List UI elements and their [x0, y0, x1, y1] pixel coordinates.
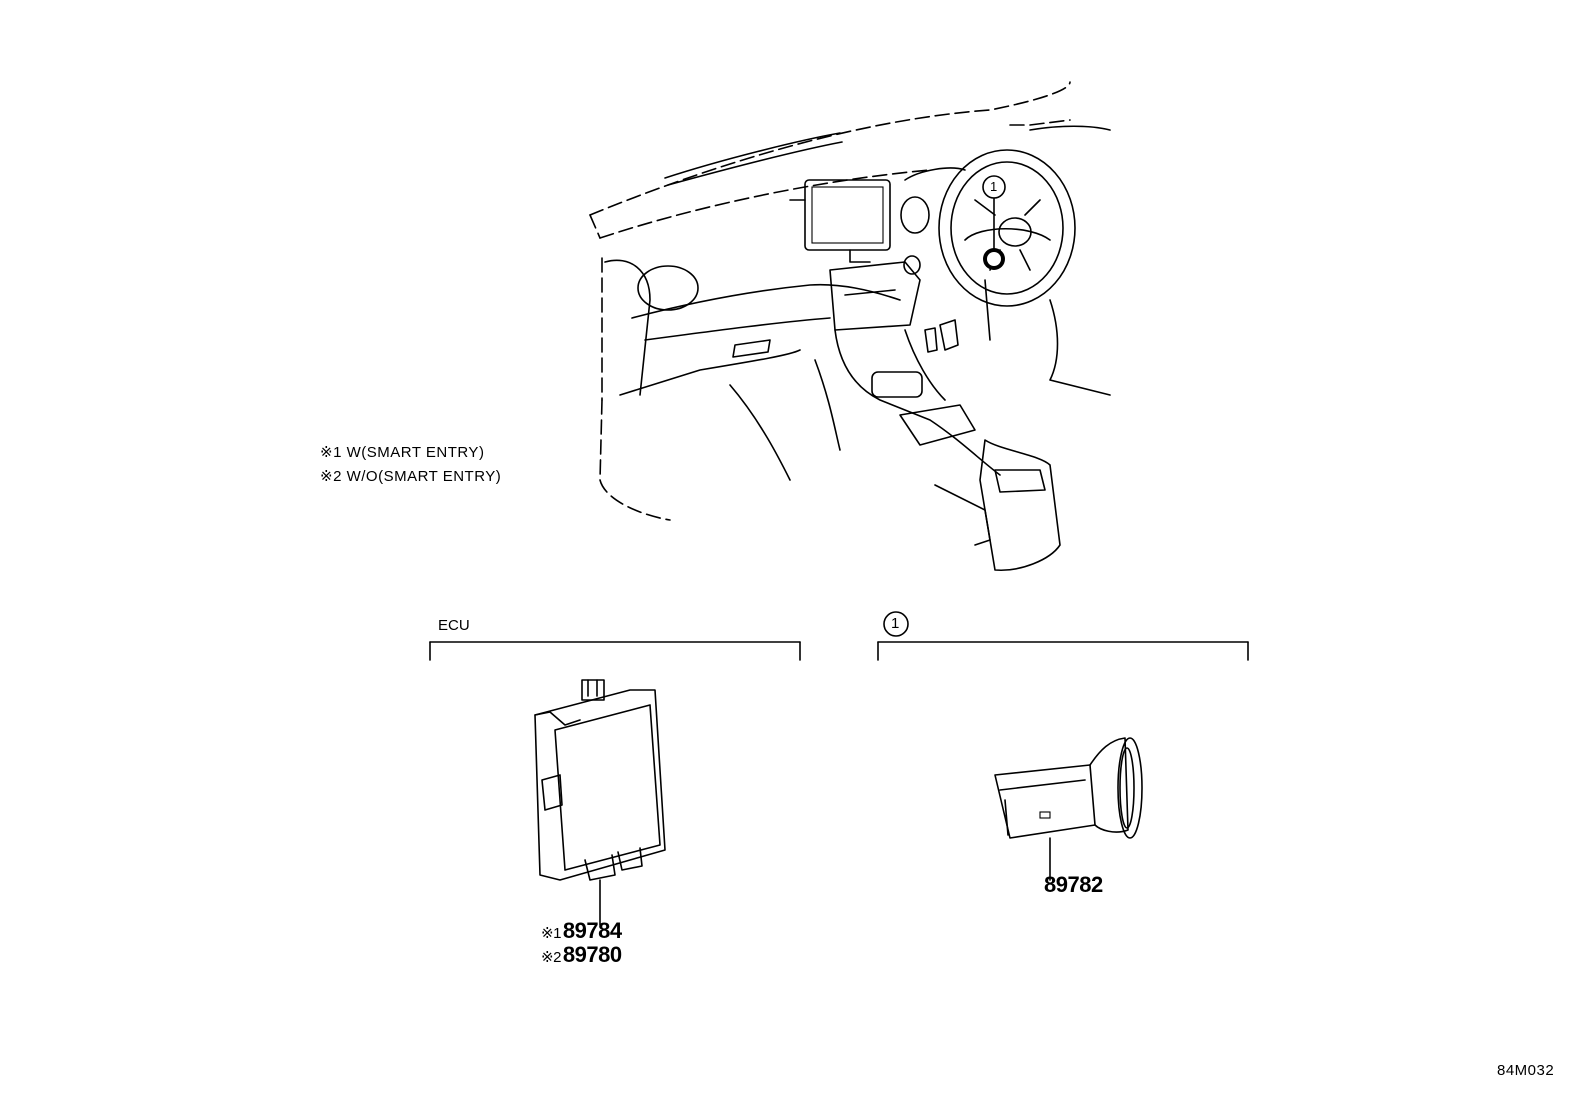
- key-slot-module-icon: [994, 737, 1143, 881]
- part-number-89784[interactable]: ※189784: [541, 918, 622, 944]
- note-2: ※2 W/O(SMART ENTRY): [320, 467, 501, 485]
- part-mark: ※1: [541, 925, 561, 942]
- note-mark: ※1: [320, 444, 342, 461]
- part-number: 89784: [562, 918, 622, 943]
- ecu-bracket: [429, 641, 801, 661]
- part-number: 89780: [562, 942, 622, 967]
- circle-group-label: 1: [891, 615, 900, 632]
- note-1: ※1 W(SMART ENTRY): [320, 443, 484, 461]
- diagram-code: 84M032: [1497, 1062, 1555, 1079]
- part-number-89782[interactable]: 89782: [1044, 872, 1103, 898]
- ecu-module-icon: [534, 679, 666, 926]
- part-number-89780[interactable]: ※289780: [541, 942, 622, 968]
- note-mark: ※2: [320, 468, 342, 485]
- part-number: 89782: [1044, 872, 1103, 897]
- callout-label: 1: [990, 179, 998, 194]
- ecu-group-label: ECU: [438, 617, 470, 634]
- part-mark: ※2: [541, 949, 561, 966]
- callout-1: [982, 175, 1006, 270]
- note-text: W(SMART ENTRY): [346, 444, 485, 461]
- circle-group-bracket: [877, 611, 1249, 661]
- dashboard-illustration: [589, 81, 1111, 571]
- steering-wheel-icon: [938, 149, 1076, 307]
- note-text: W/O(SMART ENTRY): [346, 468, 502, 485]
